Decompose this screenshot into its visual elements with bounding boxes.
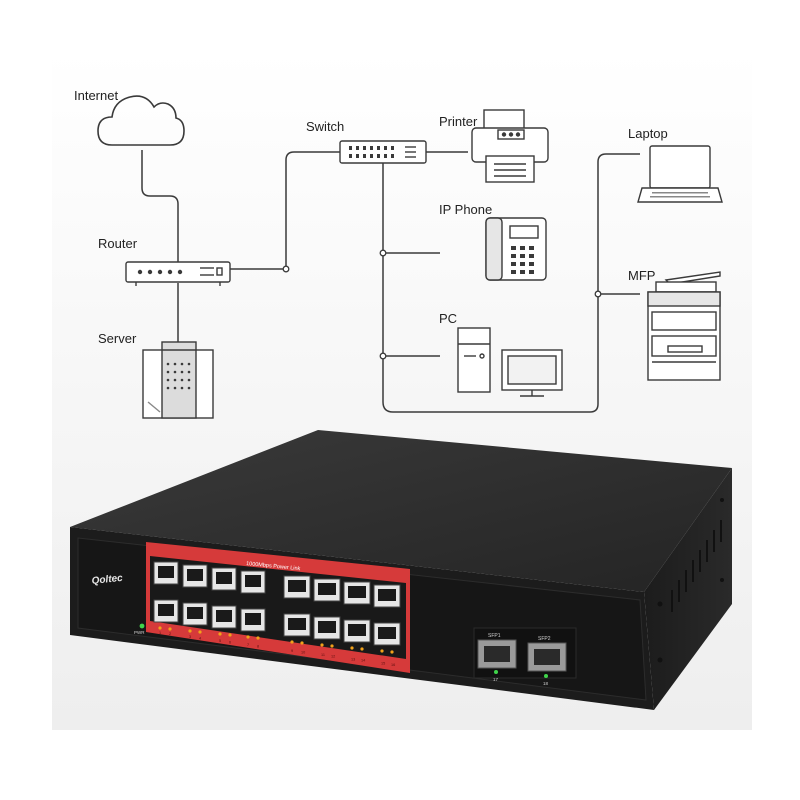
sfp2-port-number: 18 (543, 681, 549, 686)
rj45-sockets-1-8 (158, 566, 261, 625)
port-number-2: 2 (169, 632, 171, 636)
chassis-top (70, 430, 732, 592)
printer-icon (471, 109, 549, 183)
mfp-icon (647, 271, 721, 381)
port-leds (158, 626, 394, 654)
port-number-13: 13 (351, 657, 355, 661)
label-ip-phone: IP Phone (439, 202, 493, 217)
label-server: Server (98, 331, 137, 346)
power-led (139, 623, 145, 629)
port-number-14: 14 (361, 659, 365, 663)
pc-icon (457, 327, 563, 397)
port-number-9: 9 (291, 649, 293, 653)
sfp2-label: SFP2 (538, 636, 551, 642)
sfp1-led (494, 670, 498, 674)
connection-lines (141, 150, 640, 413)
port-number-5: 5 (219, 639, 221, 643)
side-vents (671, 520, 722, 612)
server-icon (142, 341, 214, 419)
side-screws (657, 498, 724, 663)
sfp1-port-number: 17 (493, 677, 499, 682)
label-laptop: Laptop (628, 126, 668, 141)
poe-switch-device: Qoltec 1000Mbps Power Link PWR SFP1 SFP2… (70, 430, 732, 710)
port-number-11: 11 (321, 653, 325, 657)
rj45-sockets-9-16 (288, 580, 396, 639)
sfp1-label: SFP1 (488, 633, 501, 639)
label-mfp: MFP (628, 268, 656, 283)
bottom-margin (0, 730, 800, 800)
port-number-7: 7 (247, 643, 249, 647)
label-router: Router (98, 236, 138, 251)
switch-icon (339, 140, 427, 164)
sfp-ports (477, 639, 567, 672)
chassis-side (644, 468, 732, 710)
cloud-icon (97, 95, 185, 146)
port-panel-title: 1000Mbps Power Link (246, 561, 301, 572)
label-printer: Printer (439, 114, 478, 129)
label-pc: PC (439, 311, 458, 326)
laptop-icon (637, 145, 723, 203)
port-number-16: 16 (391, 663, 395, 667)
port-number-6: 6 (229, 641, 231, 645)
port-number-8: 8 (257, 644, 259, 648)
port-number-1: 1 (159, 631, 161, 635)
label-switch: Switch (306, 119, 345, 134)
router-icon (125, 261, 231, 286)
port-number-3: 3 (189, 635, 191, 639)
pwr-label: PWR (134, 630, 145, 635)
brand-logo: Qoltec (91, 573, 124, 587)
port-number-10: 10 (301, 650, 305, 654)
port-number-12: 12 (331, 655, 335, 659)
port-number-4: 4 (199, 636, 201, 640)
ip-phone-icon (485, 217, 547, 281)
label-internet: Internet (74, 88, 119, 103)
junction-dots (282, 249, 602, 360)
port-number-15: 15 (381, 661, 385, 665)
sfp2-led (544, 674, 548, 678)
